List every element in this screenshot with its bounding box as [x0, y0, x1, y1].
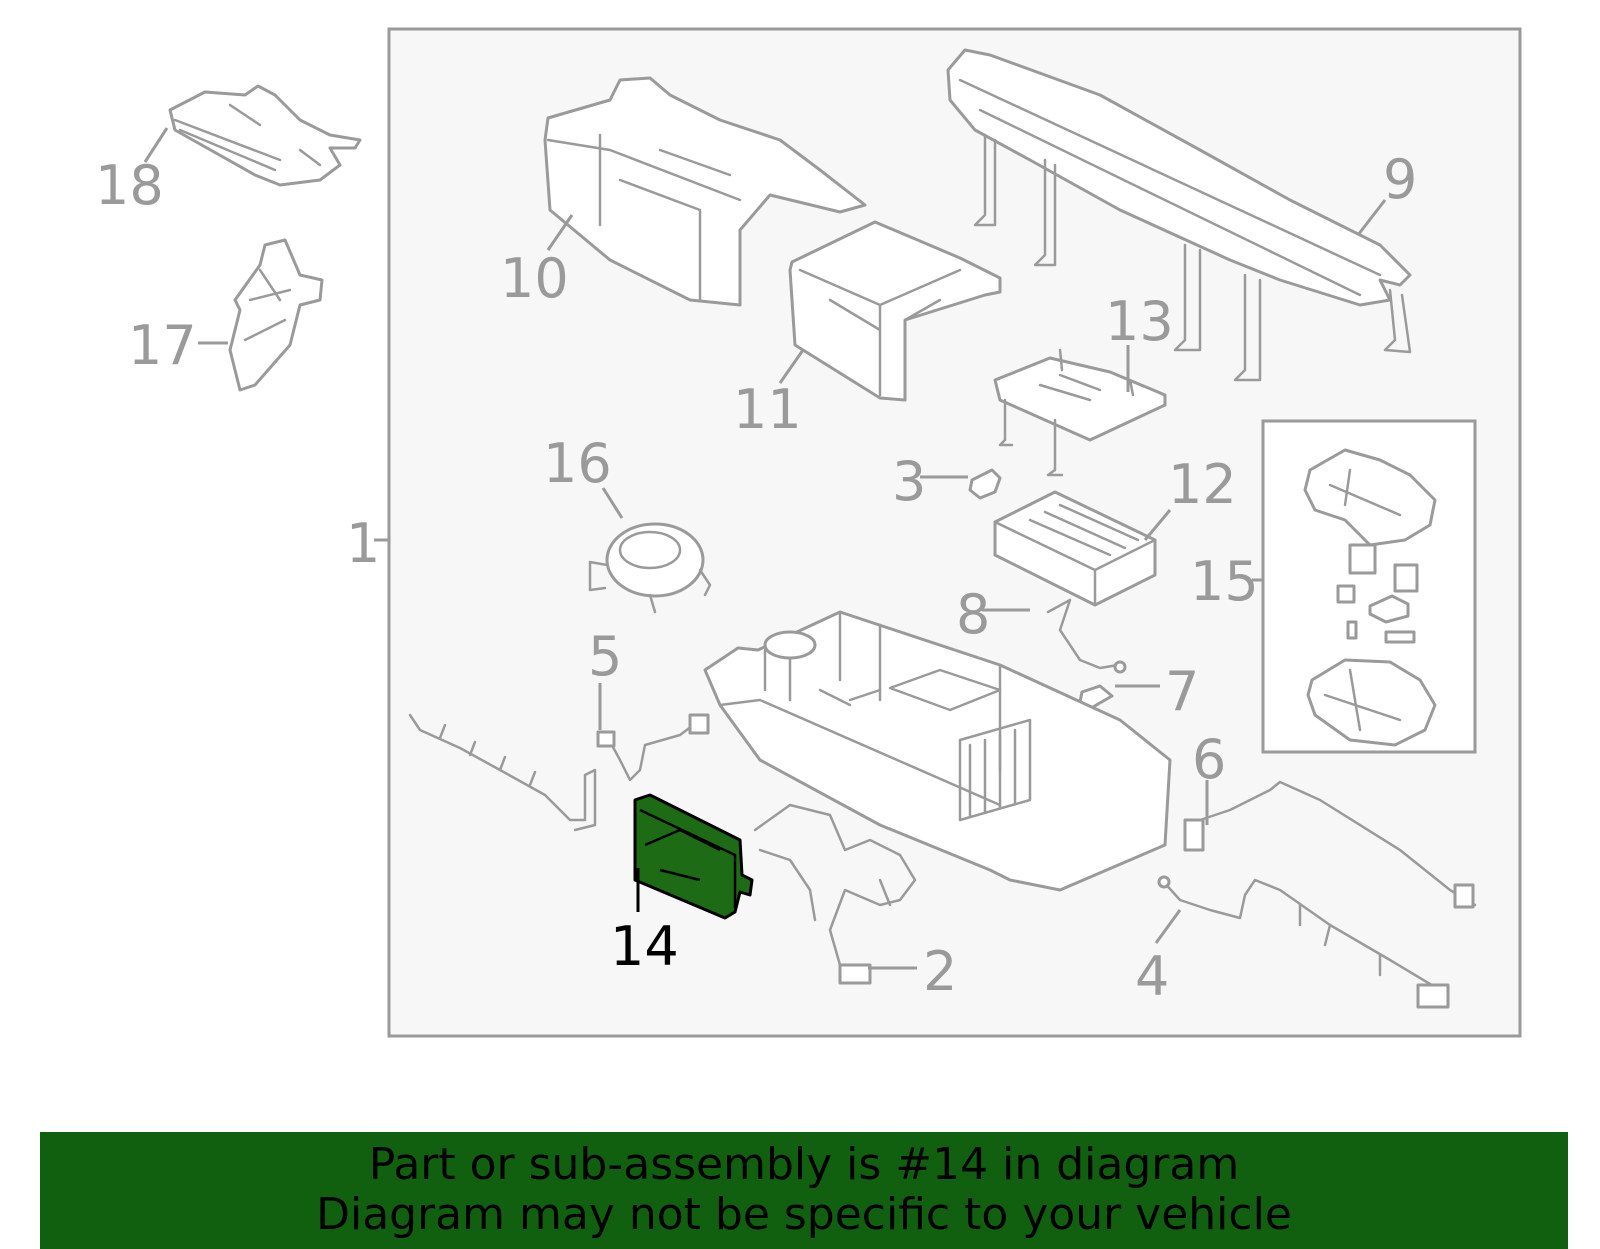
part-15[interactable]: [1303, 448, 1437, 747]
callout-5: 5: [588, 625, 622, 688]
part-9[interactable]: [946, 48, 1412, 382]
part-13[interactable]: [993, 348, 1167, 477]
part-18[interactable]: [168, 84, 362, 187]
callout-17: 17: [128, 314, 197, 377]
part-16[interactable]: [588, 522, 712, 614]
callout-8: 8: [956, 583, 990, 646]
callout-18: 18: [95, 154, 164, 217]
callout-1: 1: [346, 512, 380, 575]
callout-9: 9: [1383, 148, 1417, 211]
callout-6: 6: [1192, 728, 1226, 791]
leader-18: [143, 127, 169, 163]
part-8[interactable]: [1046, 598, 1127, 674]
callout-10: 10: [500, 247, 569, 310]
callout-16: 16: [543, 432, 612, 495]
callout-15: 15: [1190, 550, 1259, 613]
banner-line-2: Diagram may not be specific to your vehi…: [316, 1189, 1292, 1240]
leader-4: [1154, 909, 1182, 944]
part-3[interactable]: [968, 468, 1002, 500]
leader-12: [1143, 509, 1172, 541]
callout-4: 4: [1135, 945, 1169, 1008]
leader-10: [546, 214, 574, 251]
part-5[interactable]: [596, 713, 710, 782]
part-11[interactable]: [788, 220, 1002, 402]
part-10[interactable]: [543, 76, 867, 307]
leader-11: [778, 349, 805, 384]
part-17[interactable]: [228, 238, 324, 392]
callout-11: 11: [733, 378, 802, 441]
leader-9: [1356, 199, 1387, 236]
part-12[interactable]: [993, 490, 1157, 607]
part-6[interactable]: [1183, 780, 1477, 909]
leader-16: [601, 487, 624, 519]
part-14[interactable]: [633, 793, 754, 920]
callout-7: 7: [1165, 660, 1199, 723]
part-4[interactable]: [1157, 875, 1450, 1009]
callout-13: 13: [1105, 290, 1174, 353]
callout-14: 14: [610, 915, 679, 978]
callout-3: 3: [892, 450, 926, 513]
part-2[interactable]: [753, 803, 917, 985]
harness-left[interactable]: [408, 713, 597, 832]
callout-2: 2: [923, 940, 957, 1003]
info-banner: Part or sub-assembly is #14 in diagram D…: [40, 1132, 1568, 1249]
battery-tray[interactable]: [703, 610, 1172, 892]
callout-12: 12: [1168, 453, 1237, 516]
banner-line-1: Part or sub-assembly is #14 in diagram: [368, 1139, 1240, 1190]
parts-diagram: 18 17 10 11 9 13 3 12 16 1 15 8 5 7 6 14…: [95, 27, 1522, 1038]
